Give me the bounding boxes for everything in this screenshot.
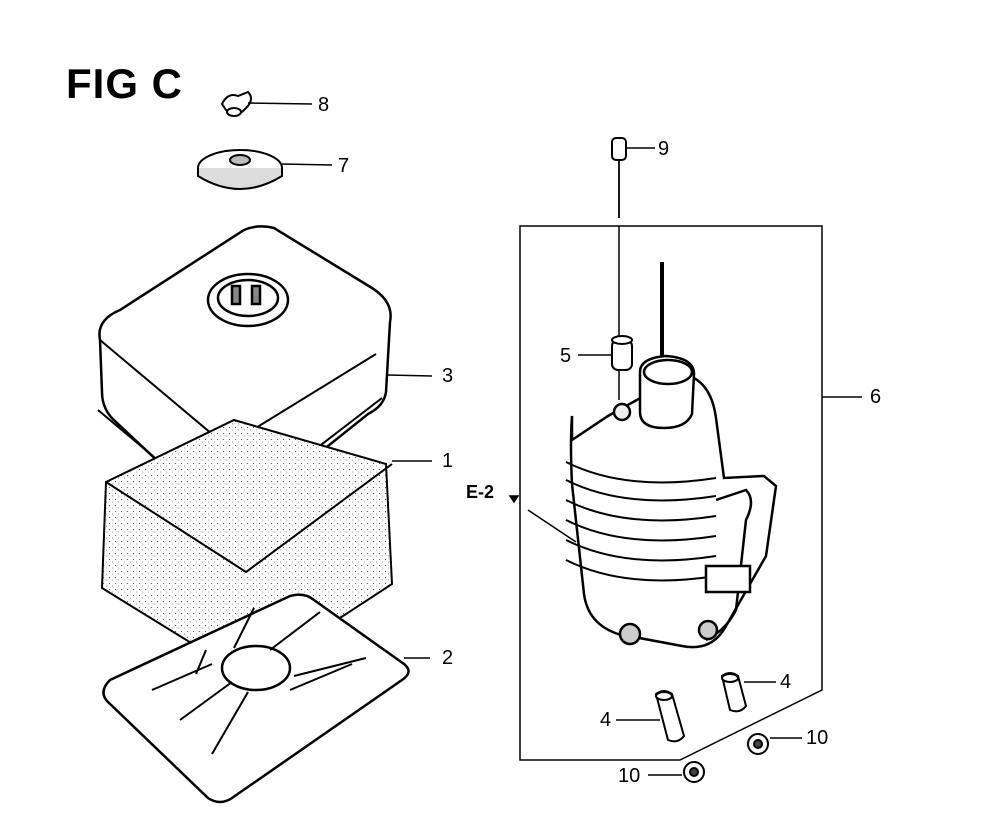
assembly-bracket [519,225,862,761]
callout-part-10-right: 10 [806,727,829,749]
wing-nut-part [220,90,313,117]
e2-reference-arrow [508,495,577,543]
pin-part-upper [720,672,776,713]
seal-disc-part [197,149,333,190]
callout-part-10-lower: 10 [618,765,641,787]
callout-part-5: 5 [560,345,572,367]
callout-part-8: 8 [318,94,330,116]
figure-title: FIG C [66,60,183,107]
bolt-part [611,137,655,400]
callout-part-1: 1 [442,450,454,472]
callout-part-6: 6 [870,386,882,408]
callout-part-2: 2 [442,647,454,669]
nut-part-lower [648,761,705,783]
reference-label-e2: E-2 [466,482,495,502]
nut-part-right [747,733,802,755]
callout-part-9: 9 [658,138,670,160]
callout-part-4-upper: 4 [780,671,792,693]
air-cleaner-case-part [565,262,778,649]
callout-part-7: 7 [338,155,350,177]
sleeve-part [578,335,633,371]
callout-part-3: 3 [442,365,454,387]
callout-part-4-lower: 4 [600,709,612,731]
element-grid-part [102,593,430,804]
pin-part-lower [616,690,686,743]
